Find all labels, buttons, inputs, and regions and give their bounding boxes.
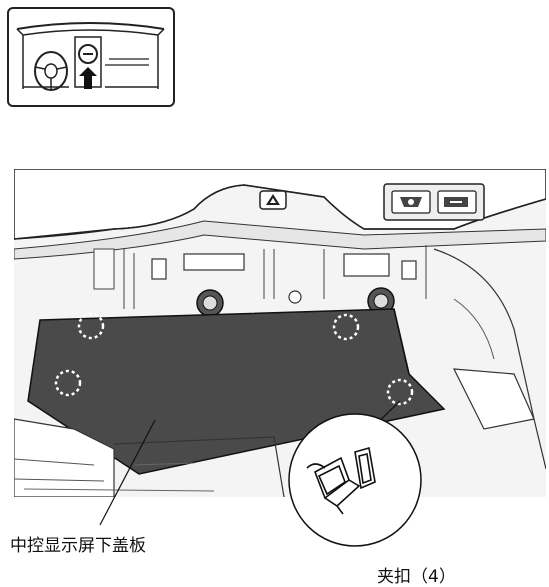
dashboard-thumbnail-icon bbox=[16, 22, 165, 91]
dashboard-illustration bbox=[14, 169, 546, 497]
clip-count-label: 夹扣（4） bbox=[377, 567, 456, 587]
clip-marker-icon bbox=[54, 312, 414, 406]
panel-leader-line bbox=[99, 420, 156, 526]
hazard-button-icon bbox=[259, 190, 287, 210]
bolt-left-icon bbox=[196, 289, 224, 317]
arrow-up-icon bbox=[79, 67, 97, 89]
clip-detail-callout bbox=[288, 413, 422, 547]
clip-detail-icon bbox=[306, 446, 376, 515]
switch-panel-icon bbox=[383, 183, 485, 221]
location-indicator bbox=[7, 7, 175, 107]
lower-cover-panel-label: 中控显示屏下盖板 bbox=[10, 536, 146, 556]
steering-wheel-icon bbox=[34, 51, 68, 91]
